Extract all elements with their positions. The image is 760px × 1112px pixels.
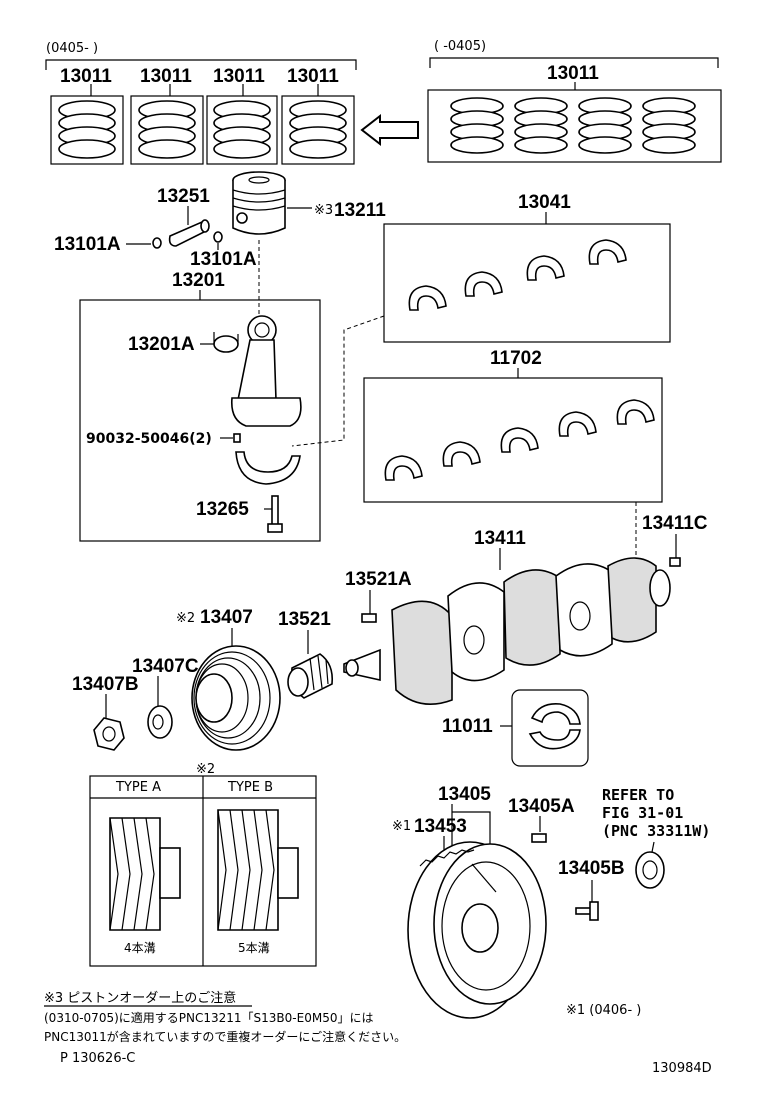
old-ring-set-box (427, 89, 722, 163)
flywheel-bolt-drawing (575, 901, 599, 921)
bearing-to-rod-dash (291, 315, 385, 447)
p13407-mark: ※2 (176, 611, 195, 626)
snap-ring-right-icon (213, 231, 223, 243)
conrod-box (79, 299, 321, 542)
piston-drawing (232, 171, 286, 235)
ring-set-label-3: 13011 (213, 66, 265, 87)
p13411c-label: 13411C (642, 513, 708, 534)
ring-set-box-4 (281, 95, 355, 165)
old-period-label: ( -0405) (434, 39, 486, 54)
crank-pin-icon (669, 557, 681, 567)
ring-leader-lines (90, 84, 319, 96)
p13453-label: 13453 (414, 816, 467, 837)
pilot-bearing-drawing (635, 851, 665, 889)
p13251-label: 13251 (157, 186, 210, 207)
type-a-label: TYPE A (115, 780, 161, 795)
flywheel-pin-icon (531, 833, 547, 843)
p13101a-left-label: 13101A (54, 234, 121, 255)
p13405-label: 13405 (438, 784, 491, 805)
flywheel-footnote: ※1 (0406- ) (566, 1003, 641, 1018)
note-heading: ※3 ピストンオーダー上のご注意 (44, 990, 236, 1006)
p13453-mark: ※1 (392, 819, 411, 834)
replacement-arrow-icon (360, 113, 419, 147)
figure-code: 130984D (652, 1061, 712, 1076)
p13405a-label: 13405A (508, 796, 575, 817)
p11011-label: 11011 (442, 716, 493, 737)
ring-set-label-4: 13011 (287, 66, 339, 87)
piston-pin-drawing (168, 219, 210, 247)
refer-leader (651, 841, 655, 853)
main-bearing-box (363, 377, 663, 503)
small-end-bushing-drawing (213, 332, 239, 353)
crank-gear-drawing (287, 653, 334, 699)
refer-line-2: FIG 31-01 (602, 804, 683, 822)
new-period-label: (0405- ) (46, 41, 98, 56)
p11702-label: 11702 (490, 348, 542, 369)
new-ring-bracket (45, 59, 357, 70)
p13201-label: 13201 (172, 270, 225, 291)
grooves-a-label: 4本溝 (124, 941, 156, 955)
ring-set-box-1 (50, 95, 124, 165)
crank-pulley-drawing (191, 645, 281, 751)
type-b-label: TYPE B (227, 780, 273, 795)
pulley-type-mark: ※2 (196, 762, 215, 777)
key-icon (361, 613, 377, 623)
grooves-b-label: 5本溝 (238, 941, 270, 955)
p13407-label: 13407 (200, 607, 253, 628)
conrod-bearing-shells (408, 239, 627, 311)
type-b-pulley-drawing (217, 809, 299, 931)
ring-set-label-1: 13011 (60, 66, 112, 87)
p13211-mark: ※3 (314, 203, 333, 218)
p13201a-label: 13201A (128, 334, 195, 355)
note-line-1: (0310-0705)に適用するPNC13211「S13B0-E0M50」には (44, 1010, 373, 1025)
main-bearing-shells (384, 399, 655, 481)
p90032-label: 90032-50046(2) (86, 431, 212, 447)
conrod-bolt-drawing (267, 495, 283, 533)
knock-pin-icon (233, 433, 241, 443)
ring-set-box-3 (206, 95, 278, 165)
conrod-bearing-box (383, 223, 671, 343)
p13407c-label: 13407C (132, 656, 199, 677)
conrod-drawing (230, 315, 302, 485)
type-a-pulley-drawing (109, 817, 181, 931)
pulley-type-grid (90, 776, 316, 966)
p13411-label: 13411 (474, 528, 526, 549)
old-ring-set-label: 13011 (547, 63, 599, 84)
refer-line-1: REFER TO (602, 786, 674, 804)
refer-line-3: (PNC 33311W) (602, 822, 710, 840)
note-line-2: PNC13011が含まれていますので重複オーダーにご注意ください。 (44, 1029, 406, 1044)
ring-set-box-2 (130, 95, 204, 165)
p13521a-label: 13521A (345, 569, 412, 590)
p13265-label: 13265 (196, 499, 249, 520)
page-code: P 130626-C (60, 1051, 135, 1066)
pulley-nut-drawing (93, 717, 125, 751)
p13211-label: 13211 (334, 200, 386, 221)
crankshaft-drawing (343, 557, 671, 706)
thrust-washer-box (511, 689, 589, 767)
flywheel-drawing (407, 841, 547, 1019)
p13101a-right-label: 13101A (190, 249, 257, 270)
pulley-washer-drawing (147, 705, 173, 739)
p13407b-label: 13407B (72, 674, 139, 695)
thrust-washer-drawing (528, 702, 581, 750)
p13521-label: 13521 (278, 609, 331, 630)
p13041-label: 13041 (518, 192, 571, 213)
ring-set-label-2: 13011 (140, 66, 192, 87)
old-ring-bracket (429, 57, 719, 68)
p13405b-label: 13405B (558, 858, 625, 879)
snap-ring-left-icon (152, 237, 162, 249)
